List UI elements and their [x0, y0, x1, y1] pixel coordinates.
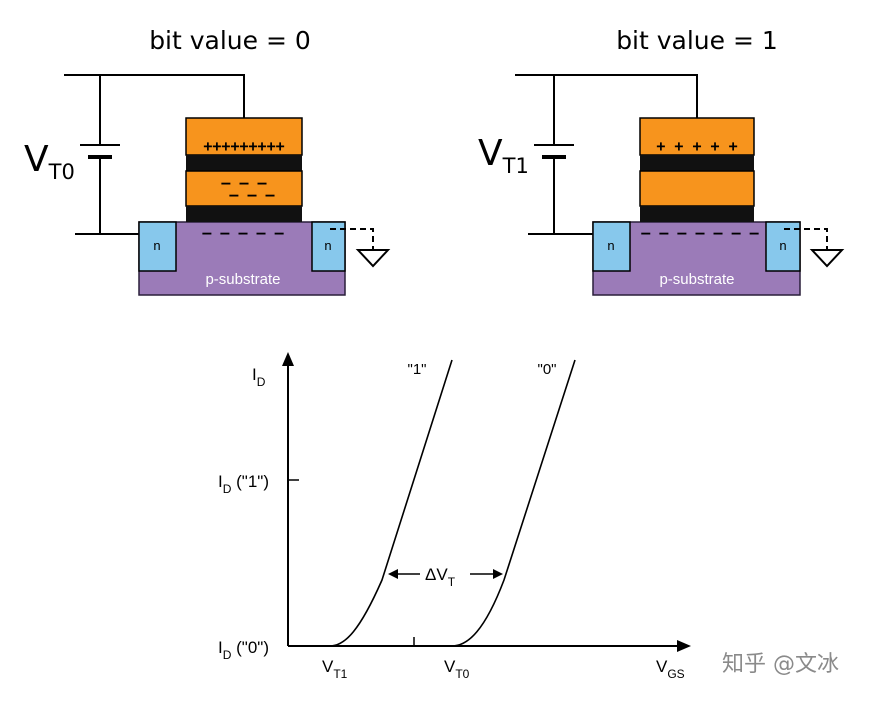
cell1-n-well-right: [765, 221, 801, 272]
cell-bit-1: bit value = 1 VT1 n n p-substrate – – – …: [478, 26, 845, 296]
y-axis-label: ID: [252, 365, 266, 389]
cell0-title: bit value = 0: [149, 26, 311, 55]
vt0-label: VT0: [444, 657, 470, 681]
cell0-floating-charge-row2: – – –: [229, 186, 275, 204]
cell1-substrate-label: p-substrate: [659, 271, 734, 288]
x-axis-label: VGS: [656, 657, 685, 681]
cell1-upper-oxide: [640, 155, 754, 171]
cell1-n-right-label: n: [779, 238, 786, 253]
cell1-vt-label: VT1: [478, 133, 529, 178]
cell1-n-left-label: n: [607, 238, 614, 253]
cell1-n-well-left: [592, 221, 631, 272]
cell0-n-left-label: n: [153, 238, 160, 253]
cell0-n-well-left: [138, 221, 177, 272]
cell0-lower-oxide: [186, 206, 302, 222]
delta-vt-label: ΔVT: [425, 565, 456, 589]
cell1-top-charge: + + + + +: [656, 137, 737, 155]
cell1-floating-gate: [639, 170, 755, 207]
cell0-drain-wire: [330, 228, 374, 250]
cell0-control-gate: [185, 117, 303, 156]
watermark: 知乎 @文冰: [722, 652, 839, 677]
cell1-ground-icon: [809, 249, 845, 268]
cell0-gate-wire: [64, 74, 245, 118]
cell0-n-well-right: [311, 221, 346, 272]
cell0-floating-gate: [185, 170, 303, 207]
cell0-channel-charge: – – – – –: [202, 224, 284, 242]
cell1-lower-oxide: [640, 206, 754, 222]
cell1-control-gate: [639, 117, 755, 156]
cell1-title: bit value = 1: [616, 26, 778, 55]
cell1-channel-charge: – – – – – – –: [641, 224, 759, 242]
id-vgs-graph: ΔVT "1" "0" ID ID ("1") ID ("0") VT1 VT0…: [218, 352, 691, 681]
cell0-vt-label: VT0: [24, 139, 75, 184]
curve-0-label: "0": [538, 361, 557, 378]
tick-id0-label: ID ("0"): [218, 638, 269, 662]
cell0-top-charge: +++++++++: [203, 137, 284, 155]
cell0-upper-oxide: [186, 155, 302, 171]
delta-vt-arrow-right-icon: [493, 569, 503, 579]
cell0-substrate-label: p-substrate: [205, 271, 280, 288]
cell0-floating-charge-row1: – – –: [221, 174, 267, 192]
cell0-n-right-label: n: [324, 238, 331, 253]
cell1-gate-wire: [515, 74, 698, 118]
y-axis-arrow-icon: [282, 352, 294, 366]
cell-bit-0: bit value = 0 VT0 n n p-substrate – – – …: [24, 26, 391, 296]
cell0-ground-icon: [355, 249, 391, 268]
delta-vt-arrow-left-icon: [388, 569, 398, 579]
cell1-drain-wire: [784, 228, 828, 250]
delta-vt-label-bg: [420, 562, 470, 584]
vt1-label: VT1: [322, 657, 348, 681]
x-axis-arrow-icon: [677, 640, 691, 652]
curve-bit-0: [288, 359, 576, 647]
tick-id1-label: ID ("1"): [218, 472, 269, 496]
curve-1-label: "1": [408, 361, 427, 378]
curve-bit-1: [288, 359, 453, 647]
